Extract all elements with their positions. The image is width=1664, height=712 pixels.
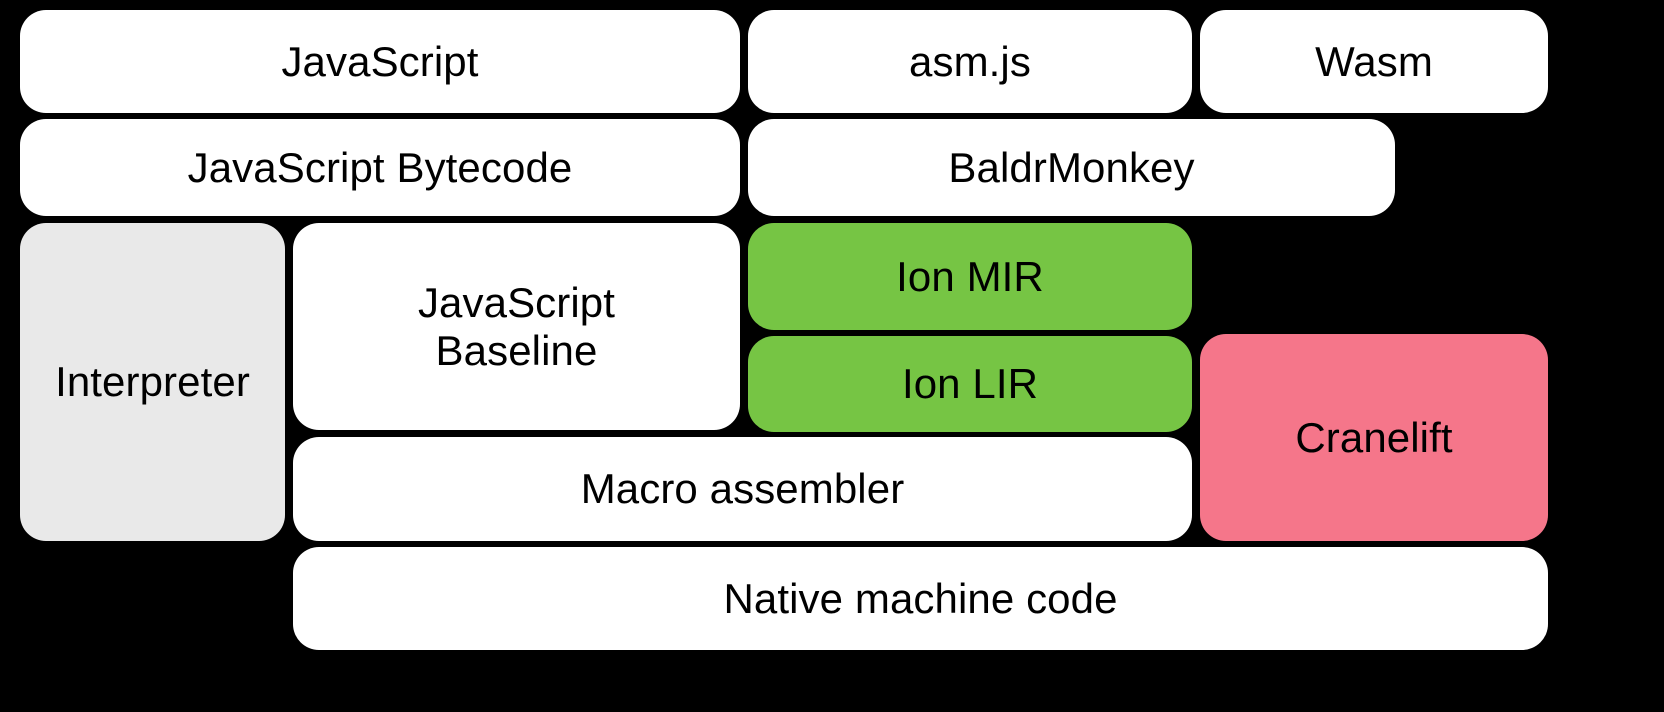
node-ion-lir: Ion LIR bbox=[748, 336, 1192, 432]
node-label: Macro assembler bbox=[580, 465, 905, 513]
node-native-machine-code: Native machine code bbox=[293, 547, 1548, 650]
node-label: Cranelift bbox=[1295, 413, 1453, 461]
node-ion-mir: Ion MIR bbox=[748, 223, 1192, 330]
node-label: Interpreter bbox=[55, 358, 250, 406]
node-javascript: JavaScript bbox=[20, 10, 740, 113]
node-baldrmonkey: BaldrMonkey bbox=[748, 119, 1395, 216]
node-label: asm.js bbox=[909, 37, 1031, 85]
node-asmjs: asm.js bbox=[748, 10, 1192, 113]
node-javascript-bytecode: JavaScript Bytecode bbox=[20, 119, 740, 216]
node-label: JavaScript Bytecode bbox=[187, 143, 573, 191]
node-label: Ion MIR bbox=[896, 252, 1044, 300]
node-interpreter: Interpreter bbox=[20, 223, 285, 541]
node-label: JavaScript bbox=[281, 37, 479, 85]
node-wasm: Wasm bbox=[1200, 10, 1548, 113]
node-label: Ion LIR bbox=[901, 360, 1039, 408]
node-label: JavaScript Baseline bbox=[417, 278, 616, 374]
node-label: BaldrMonkey bbox=[948, 143, 1195, 191]
node-label: Native machine code bbox=[723, 574, 1118, 622]
node-macro-assembler: Macro assembler bbox=[293, 437, 1192, 541]
node-javascript-baseline: JavaScript Baseline bbox=[293, 223, 740, 430]
node-cranelift: Cranelift bbox=[1200, 334, 1548, 541]
node-label: Wasm bbox=[1315, 37, 1433, 85]
